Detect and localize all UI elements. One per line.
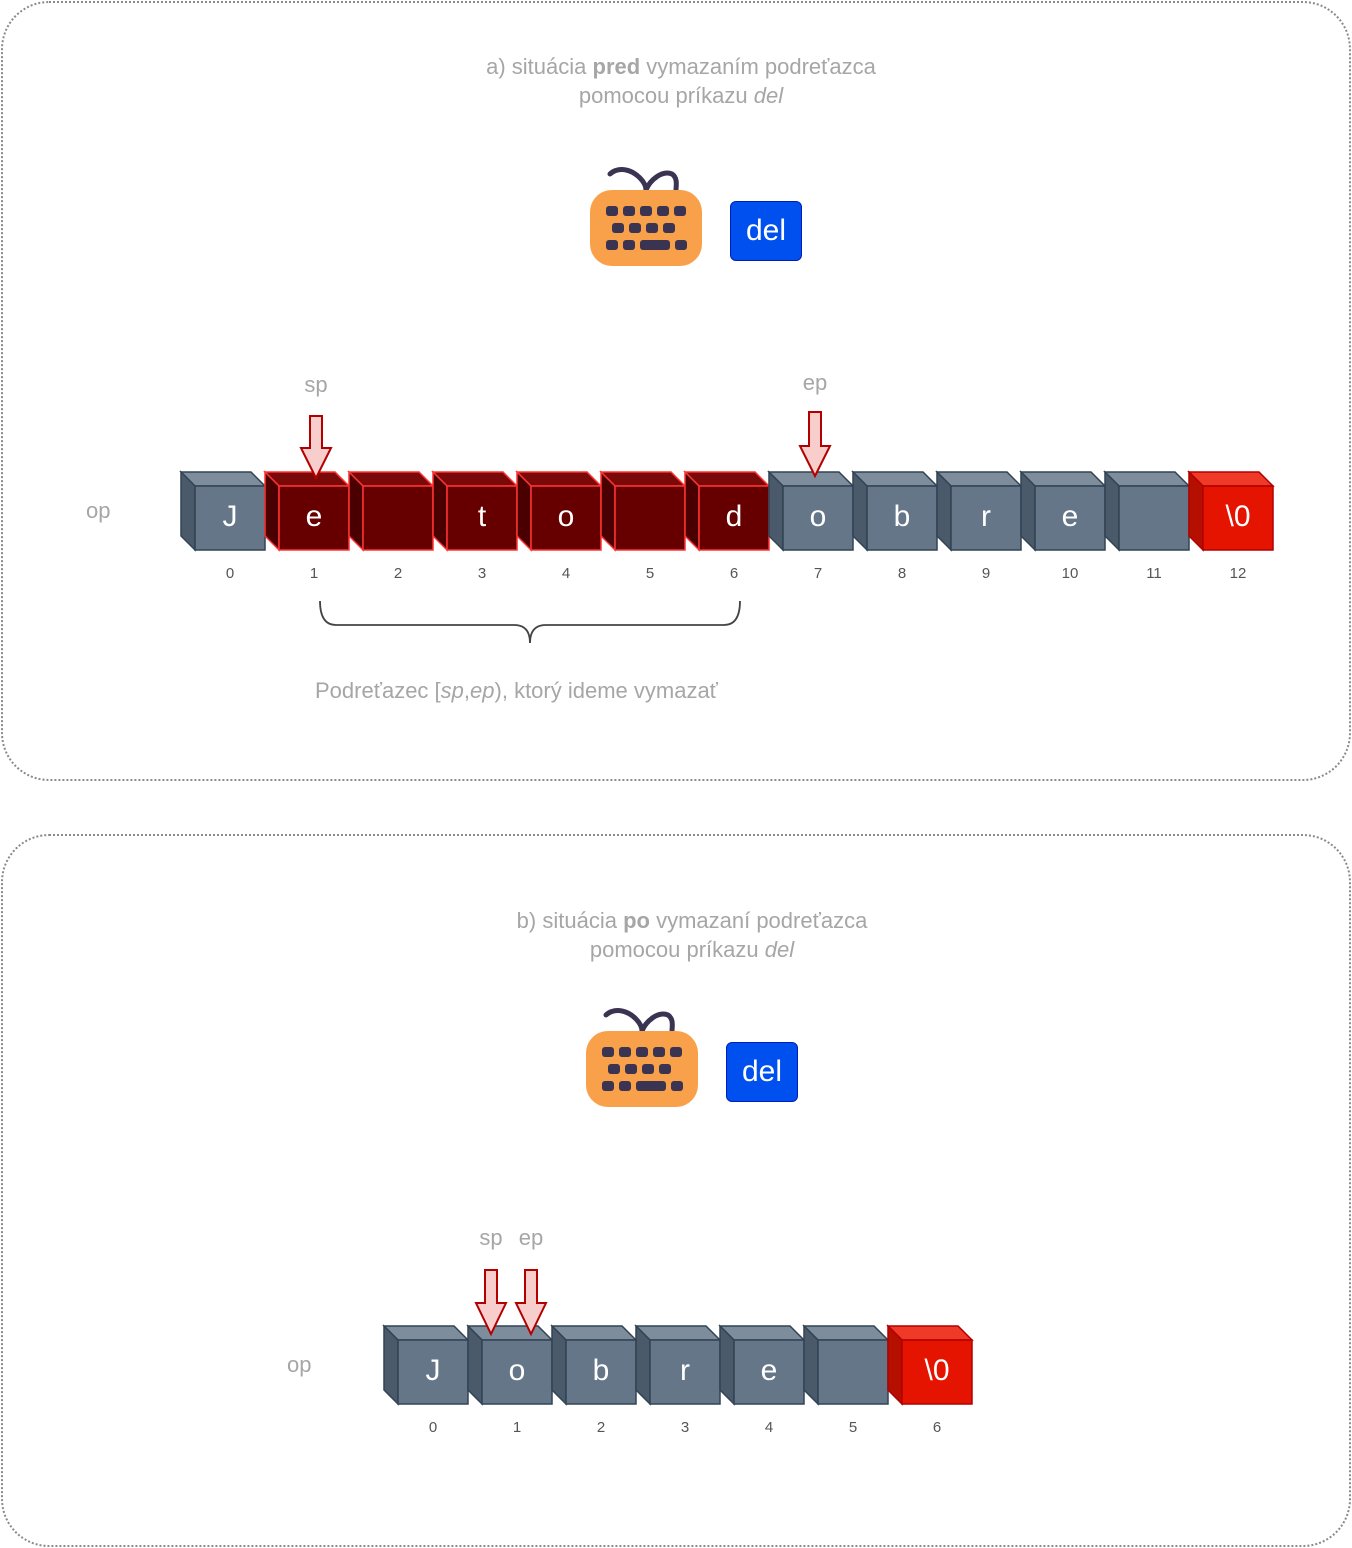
array-index: 6 — [729, 565, 739, 582]
sp-label-a: sp — [304, 372, 328, 397]
array-cell-char: b — [893, 500, 911, 533]
array-cell-char: J — [222, 500, 238, 533]
panel-before-delete — [1, 1, 1351, 781]
array-cell-char: r — [680, 1354, 690, 1387]
panel-after-delete — [1, 834, 1351, 1547]
array-index: 5 — [848, 1419, 858, 1436]
down-arrow-icon — [299, 415, 333, 481]
keyboard-icon — [590, 167, 702, 266]
panel-b-caption: b) situácia po vymazaní podreťazca pomoc… — [516, 908, 868, 962]
array-cell — [1187, 470, 1275, 552]
array-index: 2 — [596, 1419, 606, 1436]
array-index: 1 — [309, 565, 319, 582]
array-cell — [1103, 470, 1191, 552]
array-index: 2 — [393, 565, 403, 582]
array-cell-char: J — [425, 1354, 441, 1387]
array-index: 12 — [1229, 565, 1247, 582]
array-index: 9 — [981, 565, 991, 582]
array-cell — [1019, 470, 1107, 552]
array-cell-char: o — [508, 1354, 526, 1387]
array-index: 8 — [897, 565, 907, 582]
array-cell-char: o — [809, 500, 827, 533]
array-cell-char: e — [305, 500, 323, 533]
array-cell — [515, 470, 603, 552]
array-cell — [431, 470, 519, 552]
array-cell — [179, 470, 267, 552]
array-cell — [935, 470, 1023, 552]
array-cell — [263, 470, 351, 552]
substring-description: Podreťazec [sp,ep), ktorý ideme vymazať — [315, 678, 718, 703]
array-cell — [802, 1324, 890, 1406]
sp-label-b: sp — [479, 1225, 503, 1250]
array-cell-char: o — [557, 500, 575, 533]
array-index: 7 — [813, 565, 823, 582]
array-cell — [634, 1324, 722, 1406]
array-name-b: op — [287, 1352, 312, 1377]
array-index: 4 — [764, 1419, 774, 1436]
array-cell — [550, 1324, 638, 1406]
ep-label-a: ep — [802, 370, 828, 395]
array-index: 4 — [561, 565, 571, 582]
panel-a-caption: a) situácia pred vymazaním podreťazca po… — [486, 54, 876, 108]
array-cell-char: e — [760, 1354, 778, 1387]
array-cell — [767, 470, 855, 552]
array-cell-char: \0 — [924, 1354, 950, 1387]
down-arrow-icon — [798, 411, 832, 479]
array-cell-char: \0 — [1225, 500, 1251, 533]
array-cell-char: b — [592, 1354, 610, 1387]
array-index: 5 — [645, 565, 655, 582]
array-index: 10 — [1061, 565, 1079, 582]
array-index: 1 — [512, 1419, 522, 1436]
del-button-b[interactable]: del — [726, 1042, 798, 1102]
del-button-a[interactable]: del — [730, 201, 802, 261]
array-index: 3 — [680, 1419, 690, 1436]
array-cell-char: t — [477, 500, 487, 533]
array-index: 6 — [932, 1419, 942, 1436]
down-arrow-icon — [474, 1269, 508, 1337]
array-index: 3 — [477, 565, 487, 582]
array-cell — [599, 470, 687, 552]
array-cell — [886, 1324, 974, 1406]
keyboard-icon — [586, 1008, 698, 1107]
array-cell-char: d — [725, 500, 743, 533]
array-index: 11 — [1146, 565, 1162, 582]
ep-label-b: ep — [518, 1225, 544, 1250]
array-cell-char: r — [981, 500, 991, 533]
array-cell — [347, 470, 435, 552]
array-cell-char: e — [1061, 500, 1079, 533]
array-index: 0 — [428, 1419, 438, 1436]
array-index: 0 — [225, 565, 235, 582]
array-cell — [718, 1324, 806, 1406]
array-name-a: op — [86, 498, 111, 523]
array-cell — [851, 470, 939, 552]
down-arrow-icon — [514, 1269, 548, 1337]
substring-brace — [319, 600, 741, 644]
